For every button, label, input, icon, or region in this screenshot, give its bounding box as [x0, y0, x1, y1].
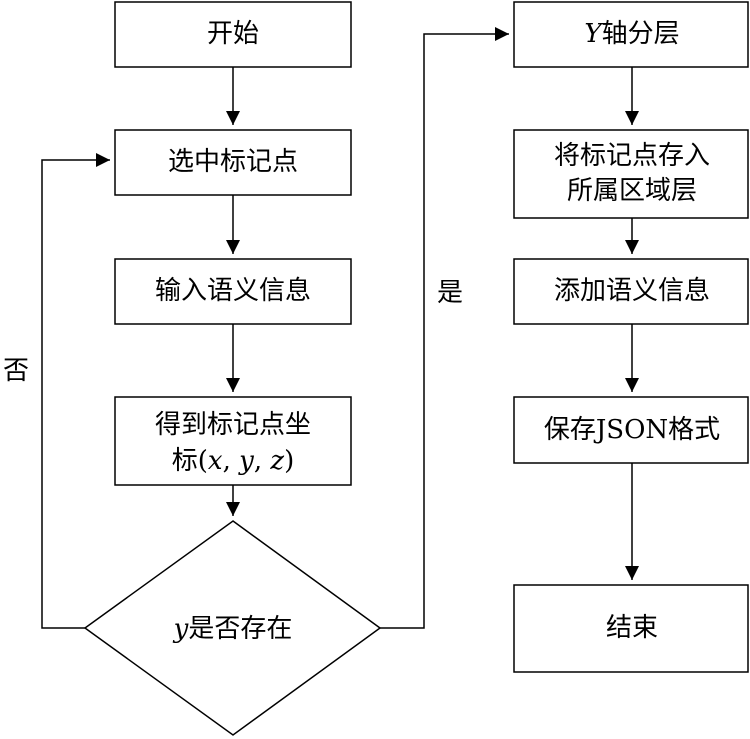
node-input-semantic [114, 258, 352, 325]
node-store-marker [513, 129, 749, 219]
node-y-axis-layer [513, 1, 749, 68]
edge-label-yes: 是 [437, 278, 463, 308]
node-store-marker-line2: 所属区域层 [567, 176, 697, 206]
edge-no-loop [41, 153, 110, 629]
edge-label-no: 否 [3, 356, 29, 386]
coords-suffix: ) [284, 446, 294, 476]
coords-sep1: , [223, 446, 240, 476]
node-select-marker-label: 选中标记点 [168, 147, 298, 177]
coords-prefix: 标( [172, 446, 208, 476]
node-save-json [513, 396, 749, 464]
node-add-semantic-label: 添加语义信息 [554, 276, 710, 306]
node-get-coords-line2: 标(x, y, z) [172, 446, 294, 476]
node-store-marker-line1: 将标记点存入 [554, 141, 710, 171]
coords-y: y [238, 446, 254, 476]
coords-sep2: , [254, 446, 271, 476]
node-get-coords [114, 396, 352, 486]
node-select-marker [114, 129, 352, 196]
node-add-semantic [513, 258, 749, 325]
coords-z: z [269, 446, 284, 476]
node-y-axis-layer-label: Y轴分层 [584, 19, 679, 49]
y-axis-var: Y [584, 19, 604, 49]
node-get-coords-line1: 得到标记点坐 [155, 410, 311, 440]
node-decision [83, 520, 382, 736]
node-decision-label: y是否存在 [173, 614, 293, 644]
coords-x: x [208, 446, 223, 476]
node-input-semantic-label: 输入语义信息 [155, 276, 311, 306]
node-start-label: 开始 [207, 19, 259, 49]
node-start [114, 1, 352, 68]
decision-text: 是否存在 [188, 614, 292, 644]
edge-yes-to-y-axis [380, 27, 509, 629]
decision-var: y [173, 614, 189, 644]
node-end-label: 结束 [606, 613, 658, 643]
node-end [513, 584, 749, 673]
node-save-json-label: 保存JSON格式 [544, 415, 720, 445]
y-axis-text: 轴分层 [602, 19, 680, 49]
